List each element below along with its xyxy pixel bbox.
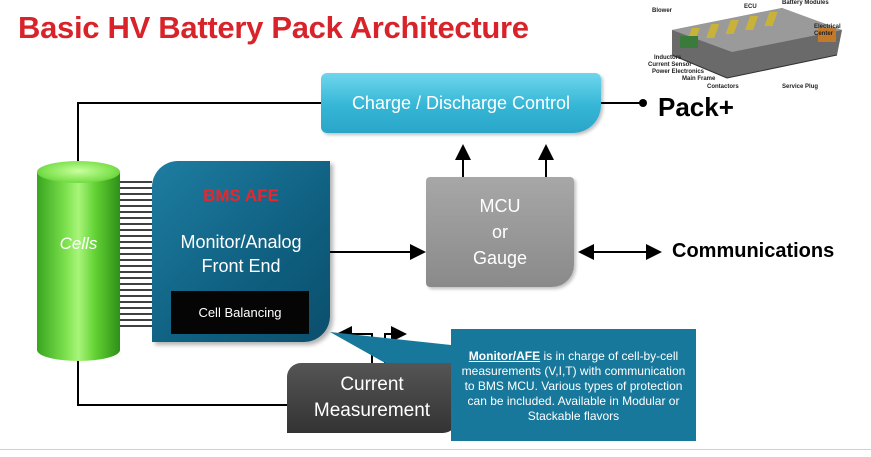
bms-subtitle-line1: Monitor/Analog [180, 232, 302, 252]
page-title: Basic HV Battery Pack Architecture [18, 10, 529, 45]
mcu-line1: MCU [479, 196, 521, 216]
bms-afe-title: BMS AFE [203, 186, 279, 205]
monitor-afe-callout: Monitor/AFE is in charge of cell-by-cell… [451, 329, 696, 441]
thumb-label-contactors: Contactors [707, 84, 739, 90]
callout-lead: Monitor/AFE [468, 349, 541, 363]
charge-discharge-control-box: Charge / Discharge Control [321, 73, 601, 133]
cells-cylinder-bottom [37, 339, 120, 361]
thumb-label-current-sensor: Current Sensor [648, 62, 692, 68]
mcu-gauge-box: MCU or Gauge [426, 177, 574, 287]
battery-pack-thumbnail: Blower ECU Battery Modules Electrical Ce… [632, 0, 871, 90]
thumb-label-main-frame: Main Frame [682, 76, 716, 82]
thumb-label-inductors: Inductors [654, 55, 682, 61]
thumb-label-service-plug: Service Plug [782, 84, 819, 90]
cells-cylinder-top [37, 161, 120, 183]
battery-pack-illustration [671, 8, 842, 79]
bms-afe-subtitle: Monitor/Analog Front End [152, 230, 330, 278]
thumb-label-power-electronics: Power Electronics [652, 69, 705, 75]
current-line2: Measurement [313, 400, 431, 421]
cells-label: Cells [59, 234, 98, 253]
current-line1: Current [340, 374, 404, 395]
thumb-label-blower: Blower [652, 8, 673, 14]
thumb-label-ecu: ECU [744, 4, 757, 10]
pack-plus-label: Pack+ [658, 92, 734, 122]
cells-cylinder [37, 172, 120, 350]
mcu-line2: or [491, 222, 508, 242]
mcu-line3: Gauge [472, 248, 528, 268]
footer-divider [0, 449, 871, 450]
communications-label: Communications [672, 240, 835, 262]
bms-subtitle-line2: Front End [201, 256, 281, 276]
callout-text: is in charge of cell-by-cell measurement… [461, 349, 686, 423]
current-measurement-box: Current Measurement [287, 363, 457, 433]
cell-balancing-box: Cell Balancing [171, 291, 309, 334]
thumb-label-battery-modules: Battery Modules [782, 0, 829, 6]
thumb-label-electrical-center: Electrical Center [814, 24, 841, 37]
